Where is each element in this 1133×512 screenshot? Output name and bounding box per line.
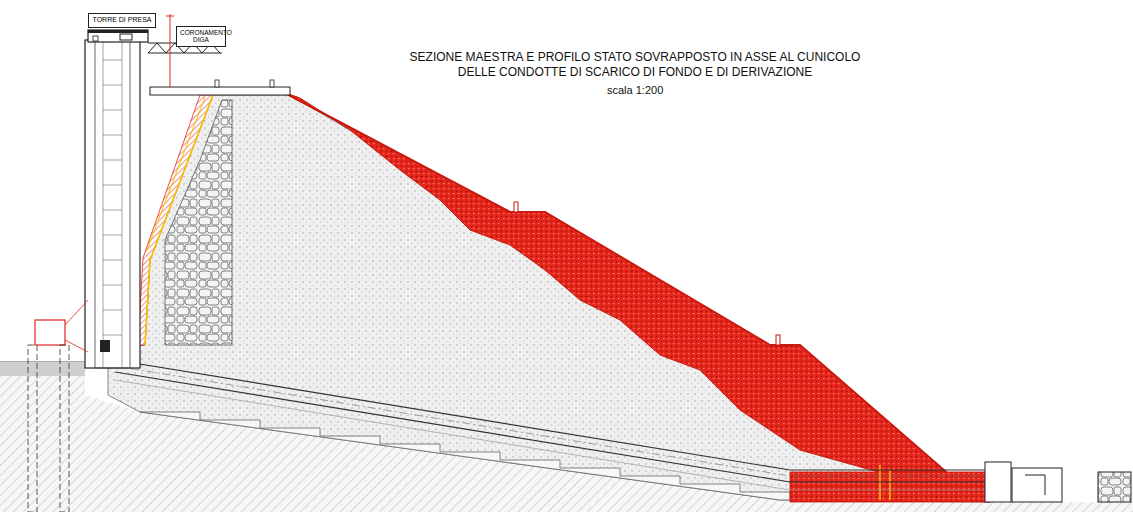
upstream-facing	[147, 97, 205, 250]
access-bridge	[148, 53, 222, 54]
scale-note: scala 1:200	[607, 84, 663, 96]
intake-tower	[85, 30, 148, 368]
dam-crest	[170, 14, 171, 87]
tower-ladder	[103, 110, 122, 111]
tower-ladder	[103, 210, 122, 211]
downstream-fill	[776, 335, 780, 345]
dam-crest	[270, 80, 274, 87]
intake-tower	[88, 30, 148, 42]
upstream-shaft	[60, 345, 69, 512]
tower-ladder	[103, 235, 122, 236]
dam-crest	[150, 87, 290, 95]
drawing-title: SEZIONE MAESTRA E PROFILO STATO SOVRAPPO…	[400, 50, 870, 80]
dam-crest	[166, 16, 174, 17]
dam-crest	[215, 80, 219, 87]
crest-label-box: CORONAMENTO DIGA	[176, 26, 226, 47]
intake-tower	[100, 340, 110, 352]
downstream-fill	[514, 202, 518, 212]
outlet-chamber	[985, 462, 1011, 502]
outlet-conduit	[115, 360, 992, 470]
ground	[0, 362, 85, 376]
downstream-fill	[283, 92, 990, 502]
outlet-conduit	[115, 372, 992, 482]
box-text: TORRE DI PRESA	[92, 16, 152, 24]
outlet-conduit	[115, 360, 992, 490]
downstream-fill	[283, 92, 975, 497]
dam-body	[165, 100, 232, 345]
tower-ladder	[103, 135, 122, 136]
tower-ladder	[103, 185, 122, 186]
outlet-conduit	[115, 366, 992, 476]
tower-ladder	[103, 285, 122, 286]
outlet-chamber	[1012, 468, 1062, 502]
outlet-conduit	[115, 380, 992, 490]
tower-ladder	[103, 310, 122, 311]
dam-body	[140, 412, 790, 500]
tower-label-box: TORRE DI PRESA	[88, 13, 156, 28]
upstream-shaft	[28, 345, 37, 512]
tower-ladder	[103, 60, 122, 61]
box-text: CORONAMENTO DIGA	[180, 29, 222, 44]
tower-ladder	[103, 335, 122, 336]
intake-tower	[93, 36, 98, 41]
outlet-chamber	[1025, 475, 1045, 495]
outlet-chamber	[985, 462, 1131, 502]
intake-tower	[88, 30, 148, 33]
tower-ladder	[103, 60, 122, 335]
tower-ladder	[103, 160, 122, 161]
outlet-chamber	[1098, 472, 1131, 502]
downstream-fill	[283, 92, 975, 497]
upstream-shaft	[65, 300, 88, 325]
downstream-fill	[889, 470, 891, 500]
upstream-shaft	[28, 300, 88, 512]
upstream-shaft	[65, 340, 88, 352]
dam-crest	[150, 14, 290, 95]
intake-tower	[120, 34, 132, 40]
upstream-facing	[138, 95, 213, 345]
intake-tower	[95, 40, 130, 368]
tower-ladder	[103, 260, 122, 261]
intake-tower	[122, 40, 123, 368]
upstream-facing	[145, 95, 213, 345]
upstream-shaft	[35, 320, 65, 345]
intake-tower	[85, 40, 140, 368]
upstream-facing	[138, 95, 213, 345]
intake-tower	[103, 40, 104, 368]
tower-ladder	[103, 85, 122, 86]
